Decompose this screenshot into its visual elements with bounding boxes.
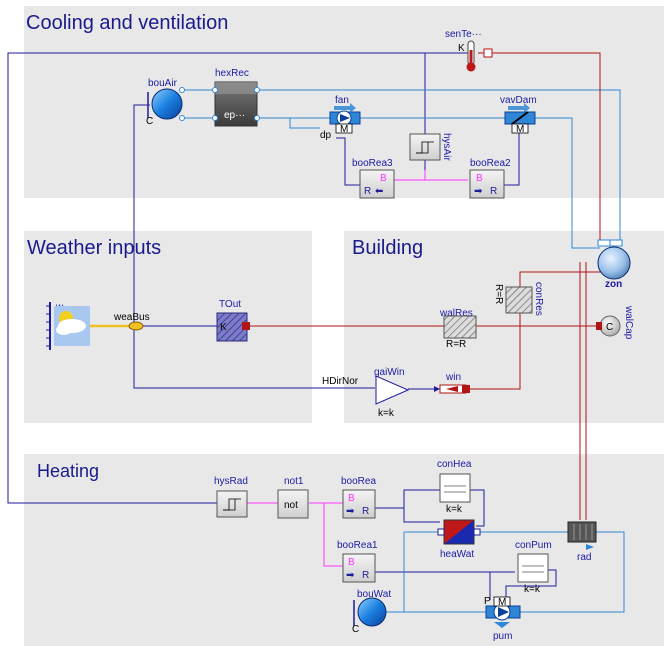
bool-to-real-heater[interactable]: booRea B ➡ R	[341, 476, 376, 519]
booRea3-label: booRea3	[352, 158, 393, 169]
cooling-section-title: Cooling and ventilation	[26, 12, 228, 34]
supply-fan[interactable]: fan M dp	[320, 95, 361, 141]
wall-resistance[interactable]: walRes R=R	[439, 308, 477, 350]
bool-to-real-fan[interactable]: booRea3 B R ⬅	[352, 158, 395, 199]
heaWat-label: heaWat	[440, 549, 474, 560]
svg-text:B: B	[348, 493, 355, 504]
svg-text:P: P	[484, 596, 491, 607]
svg-text:ep···: ep···	[224, 110, 245, 121]
svg-text:k=k: k=k	[524, 584, 541, 595]
air-boundary-label: bouAir	[148, 78, 178, 89]
pum-label: pum	[493, 631, 512, 642]
weather-section-title: Weather inputs	[27, 237, 161, 259]
window-heat-source[interactable]: win	[439, 372, 470, 394]
heat-connections	[247, 52, 607, 520]
svg-text:➡: ➡	[346, 506, 355, 517]
svg-text:B: B	[476, 173, 483, 184]
direct-normal-label: HDirNor	[322, 376, 359, 387]
radiator[interactable]: rad	[567, 521, 597, 563]
svg-text:R=R: R=R	[446, 339, 466, 350]
svg-text:K: K	[458, 43, 465, 54]
air-hysteresis[interactable]: hysAir	[409, 133, 452, 161]
wall-capacitor[interactable]: C walCap	[596, 305, 634, 340]
temperature-sensor[interactable]: senTe··· K	[445, 29, 493, 72]
fan-label: fan	[335, 95, 349, 106]
svg-text:R: R	[490, 186, 497, 197]
heating-section-title: Heating	[37, 461, 99, 481]
svg-text:R=R: R=R	[493, 284, 504, 304]
svg-text:C: C	[146, 116, 153, 127]
not1-label: not1	[284, 476, 304, 487]
svg-text:R: R	[364, 186, 371, 197]
booRea1-label: booRea1	[337, 540, 378, 551]
radiator-hysteresis[interactable]: hysRad	[214, 476, 248, 518]
zone-volume[interactable]: zon	[597, 239, 631, 290]
svg-text:M: M	[498, 597, 506, 608]
pump-gain[interactable]: conPum k=k	[515, 540, 552, 595]
signal-connections	[7, 52, 557, 600]
rad-label: rad	[577, 552, 591, 563]
heat-recovery-exchanger[interactable]: hexRec ep···	[212, 68, 260, 127]
conHea-label: conHea	[437, 459, 472, 470]
svg-text:➡: ➡	[474, 186, 483, 197]
walCap-label: walCap	[623, 305, 634, 340]
conRes-label: conRes	[533, 282, 544, 316]
bool-to-real-pump[interactable]: booRea1 B ➡ R	[337, 540, 378, 583]
fluid-connections	[182, 89, 625, 613]
svg-text:k=k: k=k	[446, 504, 463, 515]
circulation-pump[interactable]: M P pum	[484, 596, 521, 642]
air-boundary-source[interactable]: bouAir C	[146, 78, 185, 127]
convection-resistance[interactable]: conRes R=R	[493, 282, 544, 316]
not-gate[interactable]: not1 not	[277, 476, 309, 519]
svg-text:not: not	[284, 500, 298, 511]
zone-label: zon	[605, 279, 622, 290]
hysRad-label: hysRad	[214, 476, 248, 487]
svg-text:dp: dp	[320, 130, 332, 141]
air-hysteresis-label: hysAir	[441, 133, 452, 161]
vav-damper[interactable]: vavDam M	[500, 95, 537, 135]
walRes-label: walRes	[439, 308, 473, 319]
svg-text:C: C	[352, 624, 359, 635]
booRea-label: booRea	[341, 476, 376, 487]
boolean-connections	[247, 170, 468, 567]
conPum-label: conPum	[515, 540, 552, 551]
water-boundary-label: bouWat	[357, 589, 391, 600]
heater-gain[interactable]: conHea k=k	[437, 459, 472, 515]
booRea2-label: booRea2	[470, 158, 511, 169]
temperature-sensor-label: senTe···	[445, 29, 482, 40]
gaiWin-label: gaiWin	[374, 367, 405, 378]
weather-data-reader[interactable]: w···	[46, 302, 90, 350]
svg-text:B: B	[380, 173, 387, 184]
bool-to-real-damper[interactable]: booRea2 B ➡ R	[469, 158, 511, 199]
win-label: win	[445, 372, 461, 383]
water-heater[interactable]: heaWat	[437, 519, 481, 560]
svg-text:M: M	[340, 124, 348, 135]
water-boundary[interactable]: bouWat C	[352, 589, 391, 635]
temperature-sensor-port[interactable]	[483, 48, 493, 58]
svg-text:M: M	[516, 124, 524, 135]
window-gain[interactable]: gaiWin k=k	[374, 367, 440, 419]
svg-text:C: C	[606, 322, 613, 333]
heating-section-panel	[24, 454, 664, 646]
weather-bus-label: weaBus	[113, 312, 150, 323]
svg-text:➡: ➡	[346, 570, 355, 581]
svg-text:⬅: ⬅	[375, 186, 383, 197]
weather-bus[interactable]: weaBus	[90, 312, 150, 331]
svg-text:K: K	[220, 322, 227, 333]
svg-text:k=k: k=k	[378, 408, 395, 419]
cooling-section-panel	[24, 6, 664, 198]
TOut-label: TOut	[219, 299, 241, 310]
svg-text:R: R	[362, 506, 369, 517]
heat-recovery-label: hexRec	[215, 68, 249, 79]
svg-text:R: R	[362, 570, 369, 581]
outdoor-temperature[interactable]: TOut K	[216, 299, 250, 342]
building-section-title: Building	[352, 237, 423, 259]
vav-damper-label: vavDam	[500, 95, 537, 106]
svg-text:B: B	[348, 557, 355, 568]
